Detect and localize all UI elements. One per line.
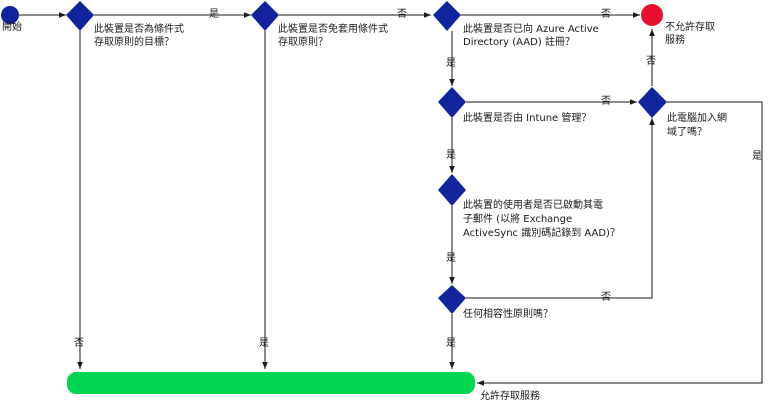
decision-q1 [66, 1, 94, 31]
edge-label-q6-allow: 是 [446, 337, 456, 349]
deny-node [641, 4, 663, 26]
q4-label: 此裝置是否由 Intune 管理？ [463, 111, 591, 124]
edge-label-q1-q2: 是 [209, 8, 219, 20]
edge-label-q5-q6: 是 [446, 252, 456, 264]
edge-q7-allow [477, 101, 763, 386]
edge-label-q3-deny: 否 [601, 8, 611, 20]
q5-label: 此裝置的使用者是否已啟動其電 子郵件 (以將 Exchange ActiveSy… [463, 198, 620, 239]
allow-node [67, 372, 475, 394]
decision-q3 [433, 1, 461, 31]
edge-label-q7-allow: 是 [752, 150, 762, 162]
q6-label: 任何相容性原則嗎？ [463, 307, 553, 320]
decision-q5 [438, 174, 466, 206]
edge-label-q4-q7: 否 [601, 95, 611, 107]
edge-label-q2-q3: 否 [397, 8, 407, 20]
edge-label-q1-allow: 否 [74, 337, 84, 349]
nodes [1, 1, 667, 394]
allow-label: 允許存取服務 [480, 389, 540, 402]
edge-label-q3-q4: 是 [446, 57, 456, 69]
start-node [1, 6, 19, 24]
edge-label-q4-q5: 是 [446, 149, 456, 161]
q2-label: 此裝置是否免套用條件式 存取原則？ [278, 22, 391, 48]
edge-labels: 是 否 否 是 否 是 是 否 否 是 否 是 是 [74, 8, 762, 349]
edge-label-q6-q7: 否 [601, 291, 611, 303]
edge-q6-q7 [466, 118, 655, 299]
decision-q6 [438, 285, 466, 314]
edges [19, 12, 763, 386]
node-labels: 開始 此裝置是否為條件式 存取原則的目標？ 此裝置是否免套用條件式 存取原則？ … [2, 20, 730, 402]
start-label: 開始 [2, 20, 22, 33]
edge-label-q2-allow: 是 [259, 337, 269, 349]
edge-label-q7-deny: 否 [646, 55, 656, 67]
decision-q2 [251, 1, 279, 31]
deny-label: 不允許存取 服務 [665, 20, 718, 46]
decision-q7 [638, 87, 667, 118]
decision-q4 [438, 87, 466, 118]
q1-label: 此裝置是否為條件式 存取原則的目標？ [94, 22, 187, 48]
q3-label: 此裝置是否已向 Azure Active Directory (AAD) 註冊？ [463, 22, 602, 48]
q7-label: 此電腦加入網 域了嗎？ [667, 111, 730, 138]
